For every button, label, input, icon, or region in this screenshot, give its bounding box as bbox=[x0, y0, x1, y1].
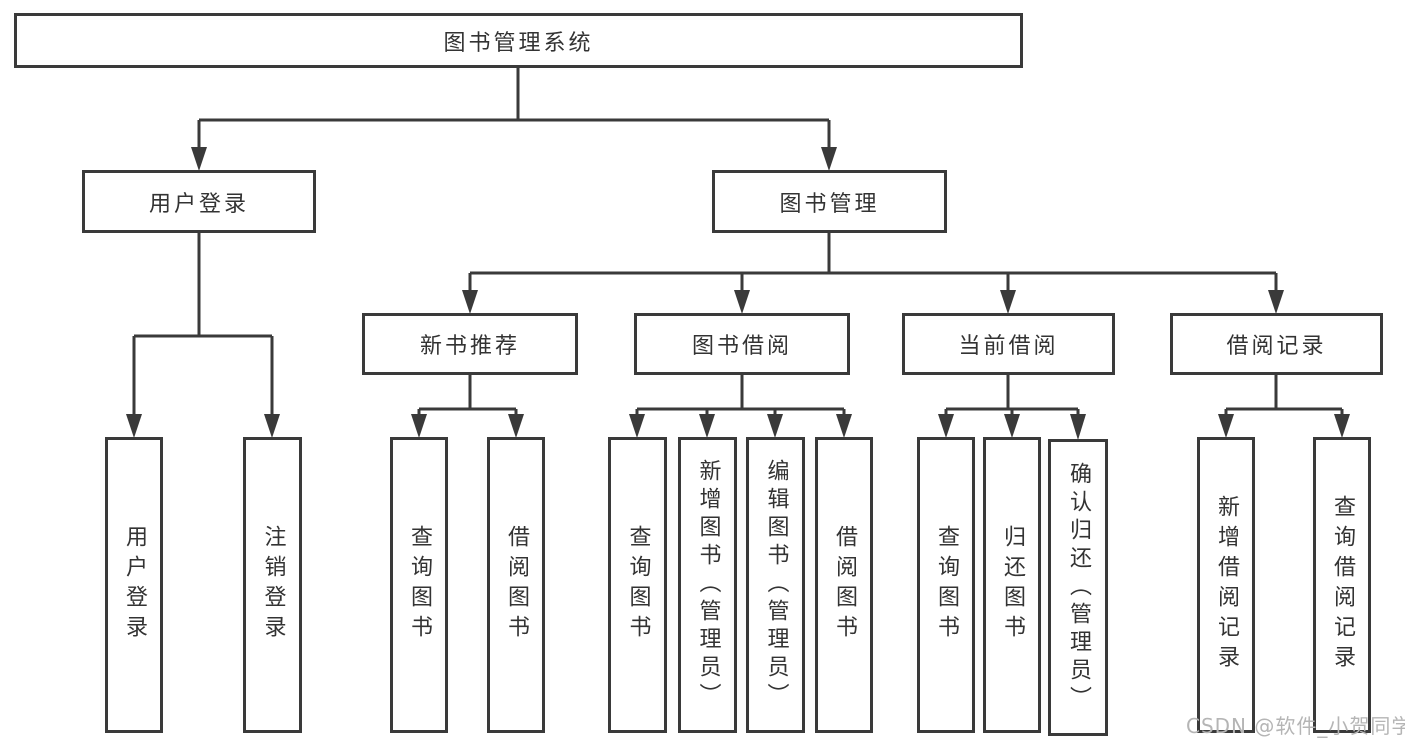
connector-book-management-to-level3 bbox=[462, 233, 1284, 314]
node-book-management: 图书管理 bbox=[712, 170, 947, 233]
connector-new-book-recommend-to-leaves bbox=[411, 375, 524, 438]
node-br-query-record: 查询借阅记录 bbox=[1313, 437, 1371, 733]
node-current-borrowing: 当前借阅 bbox=[902, 313, 1115, 375]
node-nbr-query-book: 查询图书 bbox=[390, 437, 448, 733]
csdn-watermark: CSDN @软件_小贺同学 bbox=[1186, 714, 1405, 738]
node-bb-query-book: 查询图书 bbox=[608, 437, 667, 733]
node-bb-borrow-book: 借阅图书 bbox=[815, 437, 873, 733]
node-cb-return-book: 归还图书 bbox=[983, 437, 1041, 733]
connector-user-login-to-leaves bbox=[126, 233, 280, 438]
connector-current-borrowing-to-leaves bbox=[938, 375, 1086, 440]
connector-book-borrowing-to-leaves bbox=[629, 375, 852, 438]
connector-root-to-level2 bbox=[191, 68, 837, 171]
node-root-system: 图书管理系统 bbox=[14, 13, 1023, 68]
node-do-user-login: 用户登录 bbox=[105, 437, 163, 733]
node-bb-add-book-admin: 新增图书（管理员） bbox=[678, 437, 737, 733]
node-logout-login: 注销登录 bbox=[243, 437, 302, 733]
node-cb-query-book: 查询图书 bbox=[917, 437, 975, 733]
node-new-book-recommend: 新书推荐 bbox=[362, 313, 578, 375]
node-cb-confirm-return-admin: 确认归还（管理员） bbox=[1048, 439, 1108, 736]
node-nbr-borrow-book: 借阅图书 bbox=[487, 437, 545, 733]
node-borrowing-records: 借阅记录 bbox=[1170, 313, 1383, 375]
node-book-borrowing: 图书借阅 bbox=[634, 313, 850, 375]
connector-borrowing-records-to-leaves bbox=[1218, 375, 1350, 438]
node-br-add-record: 新增借阅记录 bbox=[1197, 437, 1255, 733]
node-bb-edit-book-admin: 编辑图书（管理员） bbox=[746, 437, 805, 733]
node-user-login: 用户登录 bbox=[82, 170, 316, 233]
